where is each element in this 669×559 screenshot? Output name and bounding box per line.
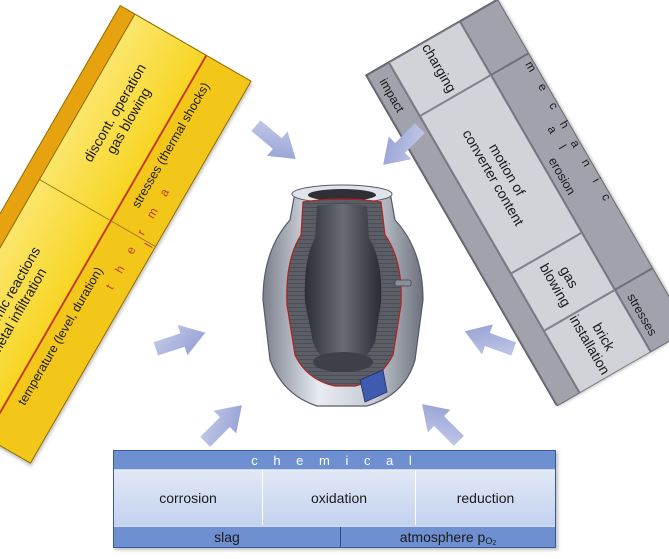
arrow-chemical-right [422, 404, 464, 446]
chemical-cell-corrosion: corrosion [114, 470, 263, 525]
arrow-mechanical-bottom [464, 324, 517, 356]
atmosphere-subscript: O [485, 536, 493, 546]
converter-vessel-illustration [262, 184, 424, 407]
chemical-panel: c h e m i c a l corrosion oxidation redu… [113, 450, 556, 548]
arrow-thermal-top [251, 120, 296, 159]
arrow-chemical-left [200, 405, 242, 447]
arrow-thermal-bottom [153, 324, 206, 356]
atmosphere-subscript-2: 2 [492, 539, 497, 547]
chemical-cell-reduction: reduction [416, 470, 555, 525]
chemical-cell-oxidation: oxidation [263, 470, 416, 525]
chemical-foot-slag: slag [114, 527, 341, 547]
chemical-title: c h e m i c a l [114, 451, 555, 469]
atmosphere-label: atmosphere p [399, 529, 486, 545]
arrow-mechanical-top [383, 123, 425, 165]
